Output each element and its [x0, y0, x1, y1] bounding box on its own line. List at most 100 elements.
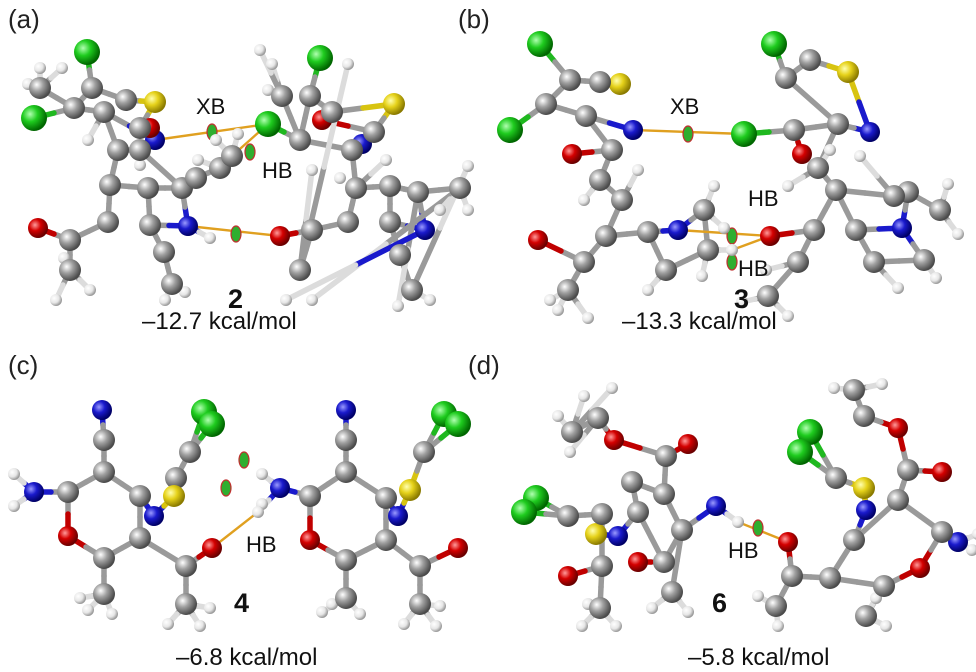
bond: [283, 262, 359, 303]
nitrogen-atom: [178, 216, 198, 236]
hydrogen-atom: [334, 172, 346, 184]
hydrogen-atom: [952, 228, 964, 240]
chlorine-atom: [307, 45, 333, 71]
hydrogen-atom: [34, 62, 46, 74]
carbon-atom: [787, 251, 809, 273]
nitrogen-atom: [860, 122, 880, 142]
hydrogen-atom: [642, 284, 654, 296]
nitrogen-atom: [270, 478, 290, 498]
carbon-atom: [783, 119, 805, 141]
hydrogen-atom: [430, 620, 442, 632]
carbon-atom: [221, 145, 243, 167]
hydrogen-atom: [82, 604, 94, 616]
interaction-label-hb: HB: [246, 532, 277, 557]
carbon-atom: [655, 445, 677, 467]
hydrogen-atom: [316, 606, 328, 618]
nitrogen-atom: [92, 400, 112, 420]
oxygen-atom: [778, 532, 798, 552]
carbon-atom: [413, 441, 435, 463]
carbon-atom: [379, 175, 401, 197]
carbon-atom: [655, 259, 677, 281]
hydrogen-atom: [50, 294, 62, 306]
oxygen-atom: [562, 144, 582, 164]
hydrogen-atom: [930, 272, 942, 284]
oxygen-atom: [604, 430, 624, 450]
hydrogen-atom: [564, 446, 576, 458]
hydrogen-atom: [84, 284, 96, 296]
chlorine-atom: [497, 117, 523, 143]
nci-isosurface: [752, 519, 764, 537]
carbon-atom: [59, 229, 81, 251]
carbon-atom: [693, 199, 715, 221]
chlorine-atom: [21, 105, 47, 131]
hydrogen-atom: [772, 620, 784, 632]
hydrogen-atom: [434, 204, 446, 216]
panel-a: (a) XB HB 2 –12.7 kcal/mol: [0, 0, 488, 336]
nitrogen-atom: [948, 532, 968, 552]
hydrogen-atom: [880, 620, 892, 632]
carbon-atom: [335, 461, 357, 483]
oxygen-atom: [910, 558, 930, 578]
hydrogen-atom: [266, 58, 278, 70]
carbon-atom: [887, 489, 909, 511]
nitrogen-atom: [668, 220, 688, 240]
hydrogen-atom: [232, 128, 244, 140]
hydrogen-atom: [892, 282, 904, 294]
carbon-atom: [573, 251, 595, 273]
nitrogen-atom: [336, 400, 356, 420]
hydrogen-atom: [646, 602, 658, 614]
oxygen-atom: [628, 552, 648, 572]
molecule-3: [497, 31, 964, 324]
carbon-atom: [139, 214, 161, 236]
hydrogen-atom: [194, 620, 206, 632]
sulfur-atom: [399, 479, 421, 501]
nci-isosurface: [220, 479, 232, 497]
hydrogen-atom: [726, 244, 738, 256]
carbon-atom: [845, 219, 867, 241]
carbon-atom: [653, 483, 675, 505]
nci-isosurface: [238, 451, 250, 469]
carbon-atom: [153, 241, 175, 263]
hydrogen-atom: [434, 600, 446, 612]
carbon-atom: [575, 105, 597, 127]
bond: [352, 227, 428, 268]
carbon-atom: [557, 505, 579, 527]
hydrogen-atom: [552, 410, 564, 422]
compound-number: 6: [712, 588, 728, 618]
sulfur-atom: [609, 73, 631, 95]
carbon-atom: [401, 279, 423, 301]
panel-letter: (c): [8, 350, 39, 380]
carbon-atom: [819, 567, 841, 589]
sulfur-atom: [837, 61, 859, 83]
carbon-atom: [389, 244, 411, 266]
nci-isosurface: [230, 225, 242, 243]
hydrogen-atom: [252, 506, 264, 518]
nitrogen-atom: [24, 482, 44, 502]
hydrogen-atom: [578, 194, 590, 206]
carbon-atom: [637, 221, 659, 243]
chlorine-atom: [445, 411, 471, 437]
carbon-atom: [93, 461, 115, 483]
carbon-atom: [589, 597, 611, 619]
interaction-label-hb: HB: [748, 186, 779, 211]
panel-b: (b) XB HB HB 3 –13.3 kcal/mol: [458, 0, 976, 336]
carbon-atom: [81, 77, 103, 99]
hydrogen-atom: [732, 516, 744, 528]
nitrogen-atom: [608, 526, 628, 546]
carbon-atom: [611, 189, 633, 211]
hydrogen-atom: [424, 294, 436, 306]
hydrogen-atom: [398, 618, 410, 630]
hydrogen-atom: [354, 608, 366, 620]
oxygen-atom: [760, 226, 780, 246]
chlorine-atom: [199, 411, 225, 437]
carbon-atom: [299, 485, 321, 507]
oxygen-atom: [888, 418, 908, 438]
oxygen-atom: [932, 462, 952, 482]
carbon-atom: [175, 555, 197, 577]
carbon-atom: [93, 547, 115, 569]
hydrogen-atom: [262, 84, 274, 96]
carbon-atom: [97, 211, 119, 233]
hydrogen-atom: [824, 144, 836, 156]
carbon-atom: [697, 239, 719, 261]
